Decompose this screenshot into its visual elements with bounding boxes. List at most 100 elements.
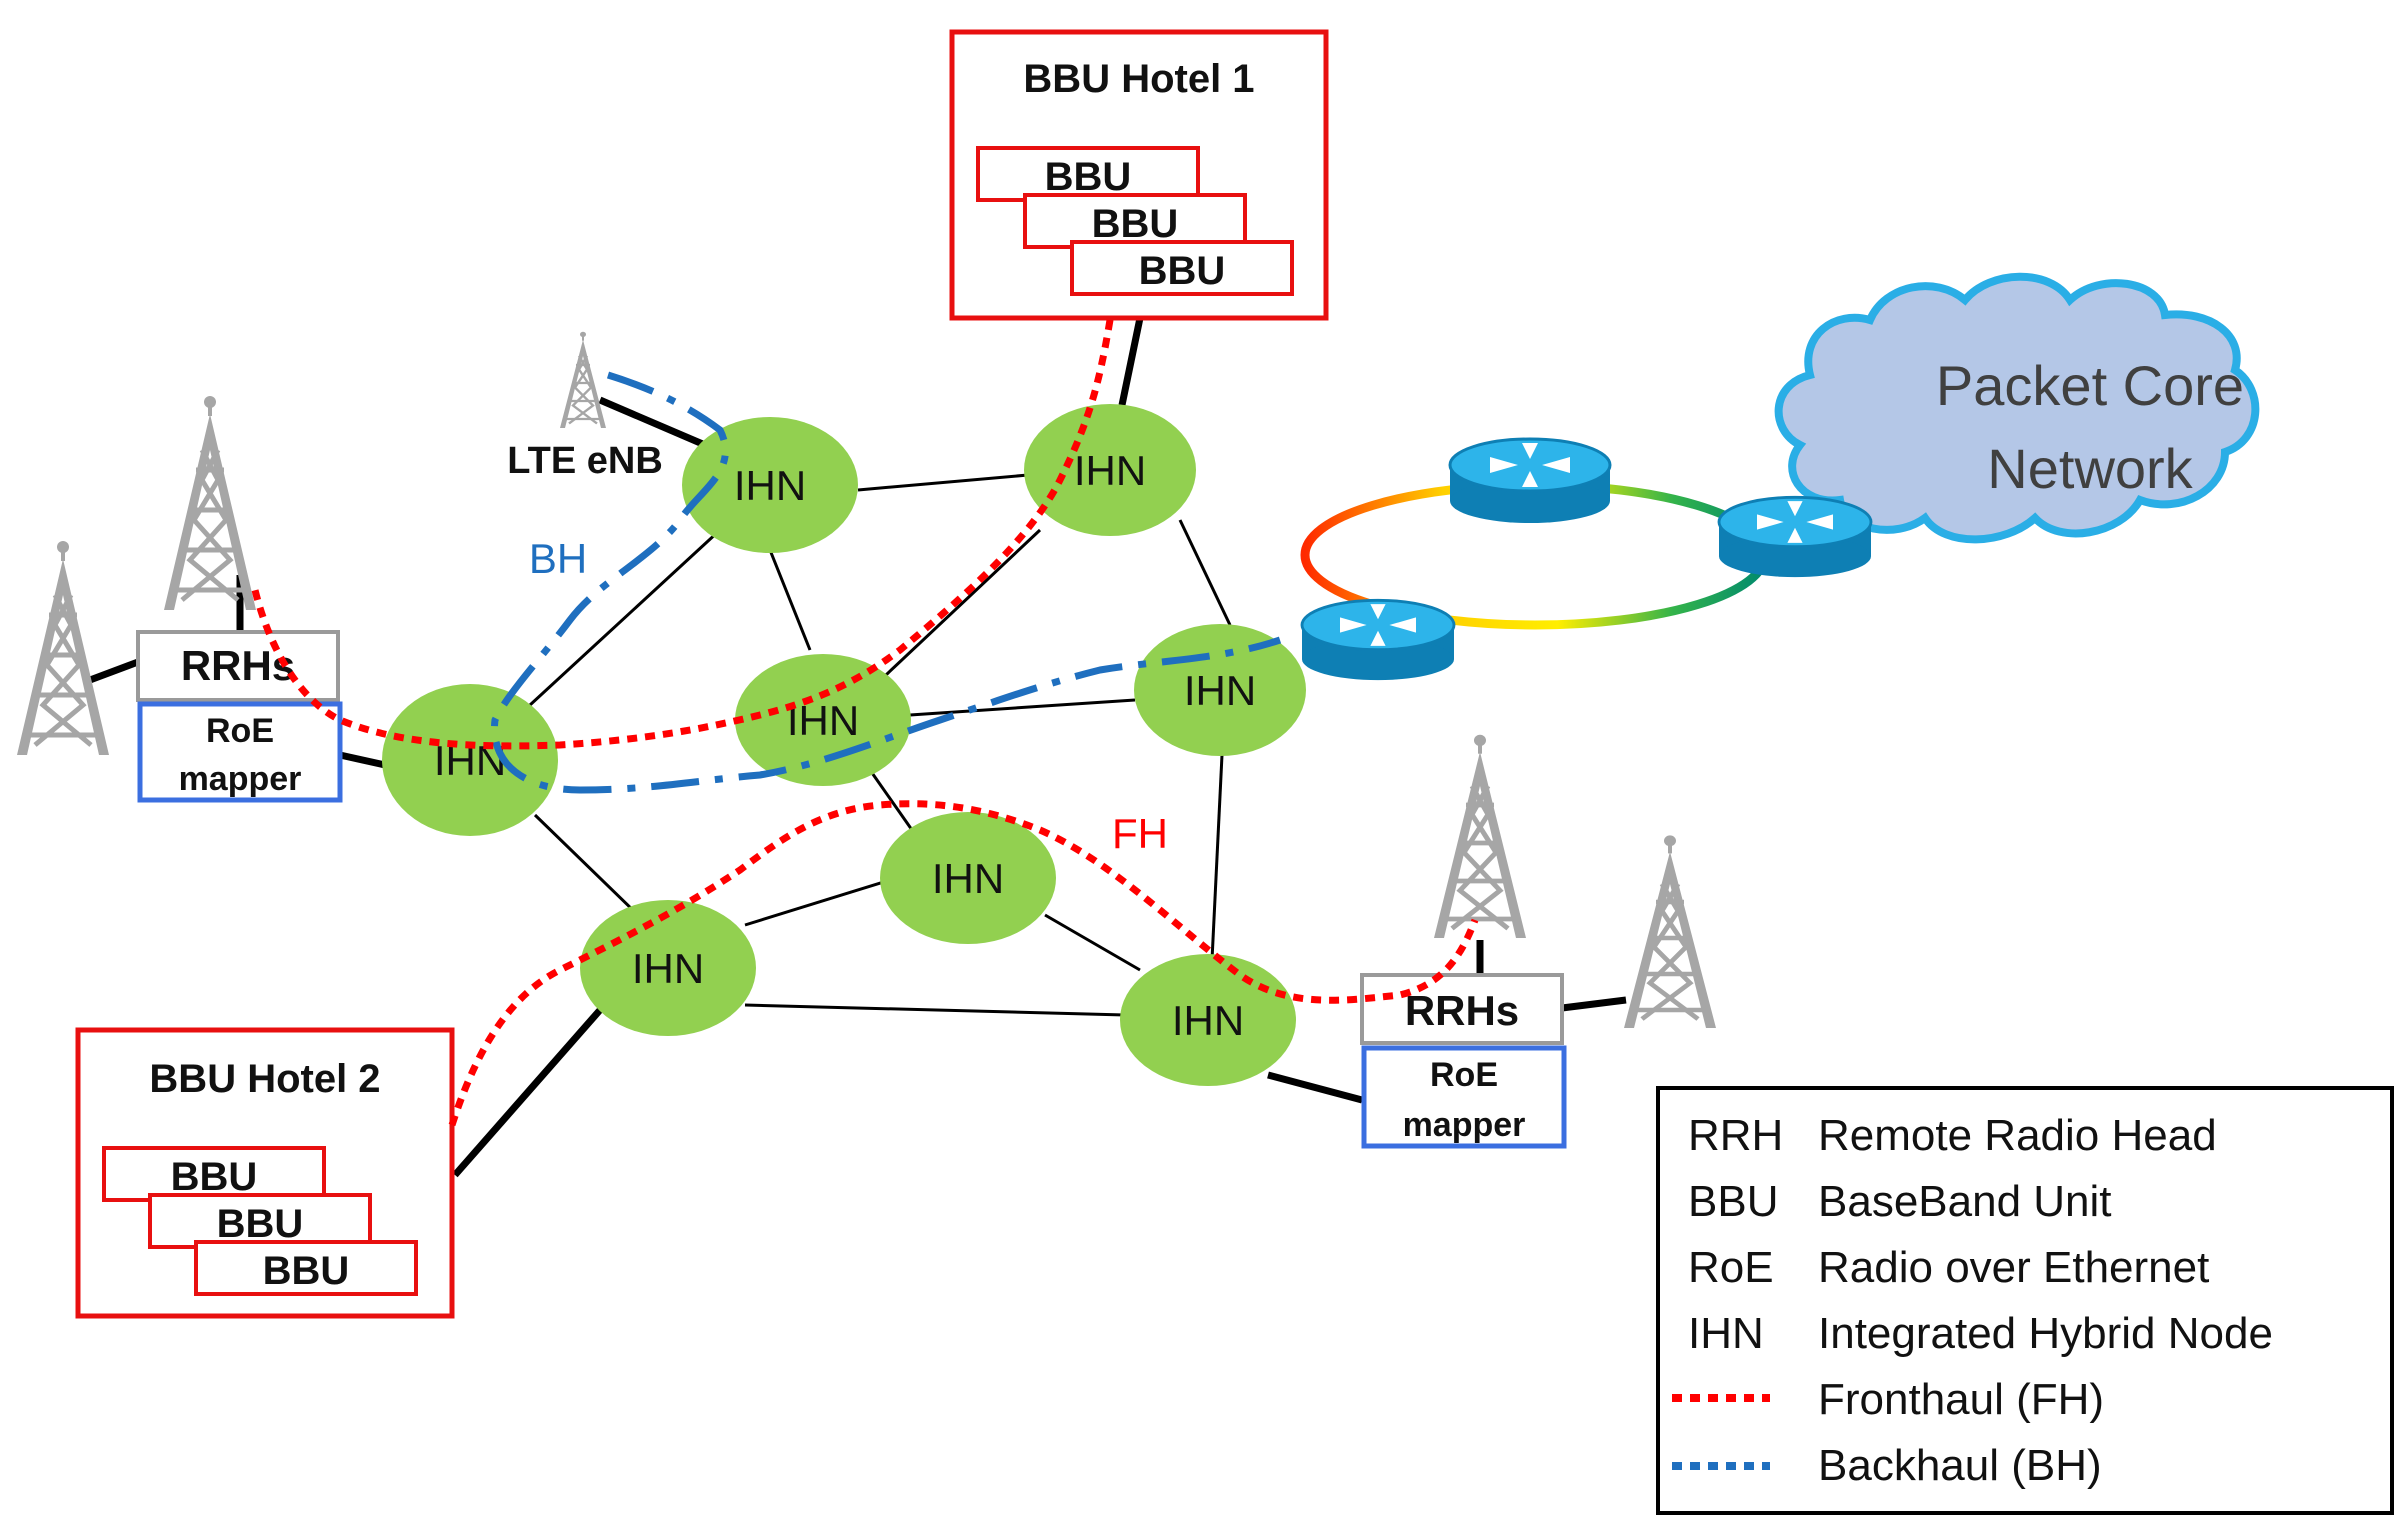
svg-text:Integrated Hybrid Node: Integrated Hybrid Node [1818,1309,2273,1358]
mesh-link [857,473,1029,492]
tower-icon [558,330,608,430]
ihn-node: IHN [735,654,911,786]
legend-item: BBU BaseBand Unit [1688,1177,2112,1226]
mesh-links [528,473,1232,1017]
svg-text:BaseBand Unit: BaseBand Unit [1818,1177,2112,1226]
svg-text:mapper: mapper [1403,1106,1526,1144]
rrh-box [1360,973,1564,1045]
fronthaul-path-2 [448,800,1479,1127]
svg-text:Remote Radio Head: Remote Radio Head [1818,1111,2217,1160]
svg-text:IHN: IHN [932,855,1004,902]
svg-text:BBU: BBU [1092,202,1179,246]
svg-text:Radio over Ethernet: Radio over Ethernet [1818,1243,2209,1292]
bbu-hotel-1-title: BBU Hotel 1 [1023,57,1254,101]
svg-text:Backhaul (BH): Backhaul (BH) [1818,1441,2102,1490]
ihn-node: IHN [880,812,1056,944]
mesh-link [533,813,640,917]
legend: RRH Remote Radio Head BBU BaseBand Unit … [1656,1086,2394,1515]
rrh-site-right: RRHs RoE mapper [1360,973,1567,1149]
legend-box [1656,1086,2394,1515]
mesh-link [744,1003,1126,1017]
svg-text:RRHs: RRHs [1405,987,1519,1034]
router-icon [1448,437,1612,525]
bbu-hotel-2: BBU Hotel 2 BBU BBU BBU [75,1027,455,1319]
backhaul-paths [490,371,1282,794]
bbu-hotel-2-title: BBU Hotel 2 [149,1057,380,1101]
rrh-box [136,630,340,702]
ihn-node: IHN [580,900,756,1036]
roe-mapper-box [1361,1045,1567,1149]
svg-text:BBU: BBU [1045,155,1132,199]
fronthaul-paths [251,319,1479,1127]
mesh-link [1178,519,1232,626]
router-icon [1717,495,1873,579]
ihn-node: IHN [1134,624,1306,756]
legend-item: RoE Radio over Ethernet [1688,1243,2209,1292]
access-link [1561,996,1627,1012]
svg-text:RoE: RoE [1688,1243,1774,1292]
svg-text:IHN: IHN [1172,997,1244,1044]
access-link [88,658,140,684]
svg-text:BBU: BBU [263,1249,350,1293]
mesh-link [1210,754,1224,961]
svg-text:mapper: mapper [179,760,302,798]
svg-text:RoE: RoE [1430,1056,1498,1094]
fronthaul-label: FH [1112,810,1168,857]
legend-item: RRH Remote Radio Head [1688,1111,2217,1160]
svg-text:IHN: IHN [787,697,859,744]
legend-item: IHN Integrated Hybrid Node [1688,1309,2273,1358]
svg-text:IHN: IHN [1688,1309,1764,1358]
svg-text:BBU: BBU [1688,1177,1778,1226]
ihn-node: IHN [1120,954,1296,1086]
mesh-link [744,878,891,927]
tower-icon [1434,735,1526,938]
legend-item-backhaul: Backhaul (BH) [1672,1441,2102,1490]
ihn-node: IHN [1024,404,1196,536]
access-link [598,396,714,452]
ihn-node: IHN [382,684,558,836]
svg-text:RRH: RRH [1688,1111,1783,1160]
bbu-card [102,1146,326,1202]
packet-core-cloud: Packet Core Network [1774,272,2260,544]
mesh-link [528,528,722,707]
mesh-link [1044,913,1141,972]
svg-text:IHN: IHN [734,462,806,509]
tower-icon [164,396,256,610]
backhaul-path [490,371,1282,794]
tower-icon [1624,835,1716,1028]
svg-text:BBU: BBU [217,1202,304,1246]
bbu-card [194,1240,418,1296]
access-link [1267,1071,1363,1104]
router-icon [1300,598,1456,682]
bbu-card [1070,240,1294,296]
svg-text:IHN: IHN [1074,447,1146,494]
mesh-link [868,769,914,831]
access-links [88,317,1627,1178]
backhaul-label: BH [529,535,587,582]
svg-text:BBU: BBU [171,1155,258,1199]
tower-icon [17,541,109,755]
fronthaul-path-1 [251,319,1114,750]
roe-mapper-box [137,701,343,803]
cloud-title-line1: Packet Core [1936,354,2244,417]
svg-text:BBU: BBU [1139,249,1226,293]
access-link [452,1007,603,1178]
cloud-title-line2: Network [1987,437,2193,500]
svg-text:IHN: IHN [1184,667,1256,714]
svg-text:Fronthaul (FH): Fronthaul (FH) [1818,1375,2104,1424]
lte-enb-label: LTE eNB [507,440,663,482]
svg-text:RoE: RoE [206,712,274,750]
mesh-link [909,698,1136,717]
access-link [1118,317,1144,406]
mesh-link [766,544,812,651]
rrh-site-left: RRHs RoE mapper [136,630,343,803]
bbu-hotel-1: BBU Hotel 1 BBU BBU BBU [949,29,1329,321]
ihn-node: IHN [682,417,858,553]
ihn-nodes: IHN IHN IHN IHN IHN IHN IHN IHN [382,404,1306,1086]
svg-text:IHN: IHN [632,945,704,992]
mesh-link [868,528,1042,692]
legend-item-fronthaul: Fronthaul (FH) [1672,1375,2104,1424]
access-link [339,751,386,769]
